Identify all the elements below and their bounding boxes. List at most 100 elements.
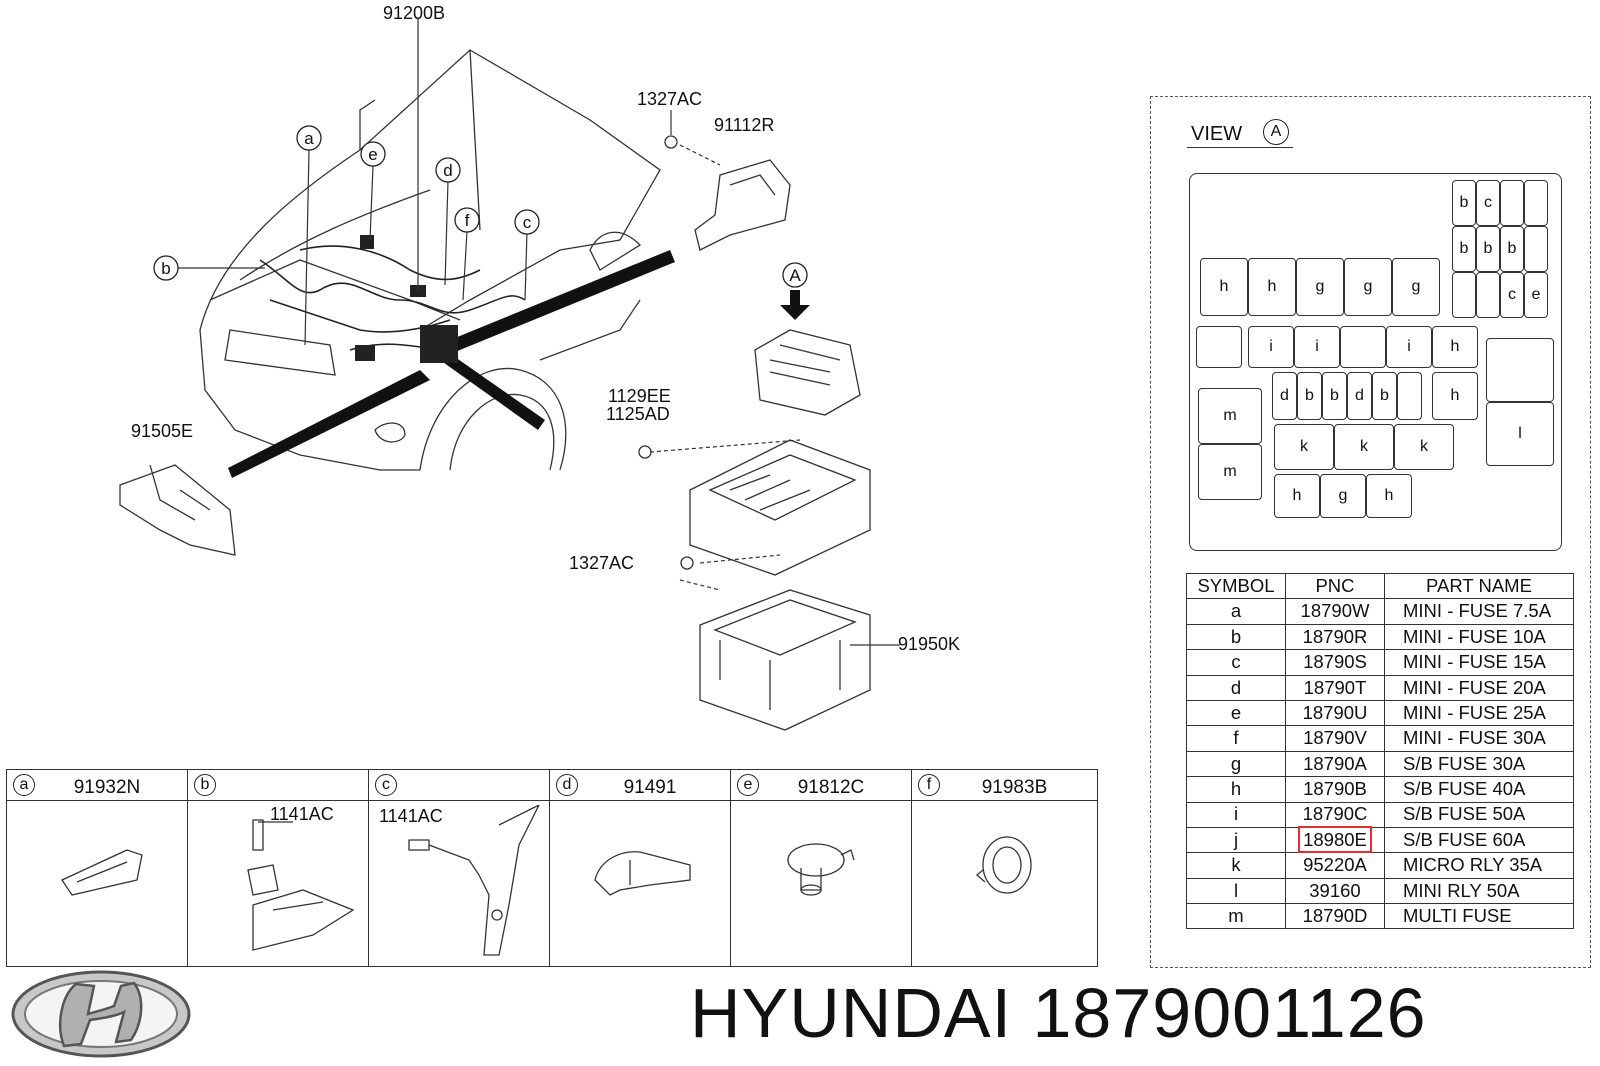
fuse-slot: b (1500, 226, 1524, 272)
fuse-slot: h (1248, 258, 1296, 316)
strip-sub-part: 1141AC (379, 806, 443, 826)
fuse-slot: g (1344, 258, 1392, 316)
callout-circle (514, 209, 540, 235)
fuse-box-symbol (420, 325, 458, 363)
pnc-cell: 18790A (1285, 750, 1385, 778)
fuse-slot (1500, 180, 1524, 226)
strip-cell-f: f 91983B (912, 770, 1097, 966)
part-name-cell: MINI - FUSE 20A (1384, 674, 1574, 701)
part-name-cell: MINI - FUSE 7.5A (1384, 598, 1574, 625)
fuse-slot: h (1274, 474, 1320, 518)
pnc-cell: 18980E (1285, 825, 1385, 854)
relay-slot (1486, 338, 1554, 402)
symbol-cell: k (1186, 852, 1286, 879)
view-a-panel: VIEW A b c b b b c e h h g g g i i i h d… (1150, 96, 1591, 968)
fuse-slot (1340, 326, 1386, 368)
fuse-slot: g (1296, 258, 1344, 316)
part-name-cell: MULTI FUSE (1384, 903, 1574, 930)
column-header: SYMBOL (1186, 572, 1286, 600)
fuse-slot: b (1452, 226, 1476, 272)
part-drawing (787, 843, 855, 896)
fuse-slot: d (1272, 372, 1297, 420)
callout-bracket-left: 91505E (131, 421, 194, 441)
callout-harness: 91200B (383, 3, 446, 23)
strip-sub-part: 1141AC (270, 804, 334, 824)
fuse-slot (1524, 226, 1548, 272)
strip-symbol: e (737, 774, 759, 796)
part-drawing (594, 851, 691, 896)
strip-cell-b: b 1141AC (188, 770, 369, 966)
callout-nut-mid: 1327AC (569, 553, 635, 573)
strip-symbol: b (194, 774, 216, 796)
leader-stripe (450, 250, 675, 352)
part-name-cell: MINI - FUSE 30A (1384, 725, 1574, 752)
fuse-slot: g (1392, 258, 1440, 316)
table-header-row: SYMBOL PNC PART NAME (1186, 572, 1574, 600)
parts-strip: a 91932N b 1141AC c 1141AC (6, 769, 1098, 967)
symbol-cell: i (1186, 801, 1286, 828)
strip-symbol: f (918, 774, 940, 796)
circle-label-a: a (304, 129, 314, 148)
strip-part-number: 91812C (797, 777, 865, 798)
fuse-slot: d (1347, 372, 1372, 420)
pnc-cell: 18790B (1285, 776, 1385, 803)
callout-circle (296, 125, 322, 151)
pnc-cell: 18790W (1285, 598, 1385, 625)
fuse-slot: g (1320, 474, 1366, 518)
strip-symbol: d (556, 774, 578, 796)
fuse-slot: i (1248, 326, 1294, 368)
part-drawing (61, 849, 143, 896)
column-header: PART NAME (1384, 572, 1574, 600)
callout-bracket-right: 91112R (714, 115, 775, 135)
strip-cell-a: a 91932N (7, 770, 188, 966)
strip-part-number: 91491 (623, 777, 677, 798)
relay-slot: k (1274, 424, 1334, 470)
symbol-cell: b (1186, 623, 1286, 651)
strip-part-number: 91932N (73, 777, 141, 798)
symbol-cell: d (1186, 674, 1286, 701)
column-header: PNC (1285, 572, 1385, 600)
pnc-cell: 18790C (1285, 801, 1385, 828)
fuse-slot (1476, 272, 1500, 318)
fuse-slot (1397, 372, 1422, 420)
circle-label-e: e (368, 145, 377, 164)
symbol-cell: m (1186, 903, 1286, 930)
fuse-slot: b (1452, 180, 1476, 226)
fuse-box-layout: b c b b b c e h h g g g i i i h d b b d … (1189, 173, 1562, 551)
symbol-cell: j (1186, 826, 1286, 854)
multi-fuse-slot: m (1198, 444, 1262, 500)
fuse-slot: c (1500, 272, 1524, 318)
view-marker-circle: A (1263, 119, 1289, 145)
callout-box-lower: 91950K (898, 634, 961, 654)
pnc-cell: 18790T (1285, 674, 1385, 701)
part-name-cell: S/B FUSE 50A (1384, 801, 1574, 828)
pnc-cell: 18790U (1285, 699, 1385, 727)
fuse-slot: h (1432, 326, 1478, 368)
part-name-cell: MINI - FUSE 10A (1384, 623, 1574, 651)
fuse-slot: h (1200, 258, 1248, 316)
pnc-cell: 18790D (1285, 903, 1385, 930)
part-drawing (408, 805, 540, 956)
fuse-slot (1452, 272, 1476, 318)
fuse-slot: b (1372, 372, 1397, 420)
view-a-circle (782, 262, 808, 288)
part-name-cell: S/B FUSE 60A (1384, 826, 1574, 854)
part-name-cell: S/B FUSE 40A (1384, 776, 1574, 803)
view-title: VIEW (1191, 123, 1243, 145)
strip-cell-c: c 1141AC (369, 770, 550, 966)
fuse-slot (1196, 326, 1242, 368)
pnc-cell: 95220A (1285, 852, 1385, 879)
hyundai-logo (11, 970, 191, 1058)
fuse-slot: e (1524, 272, 1548, 318)
fuse-slot: c (1476, 180, 1500, 226)
